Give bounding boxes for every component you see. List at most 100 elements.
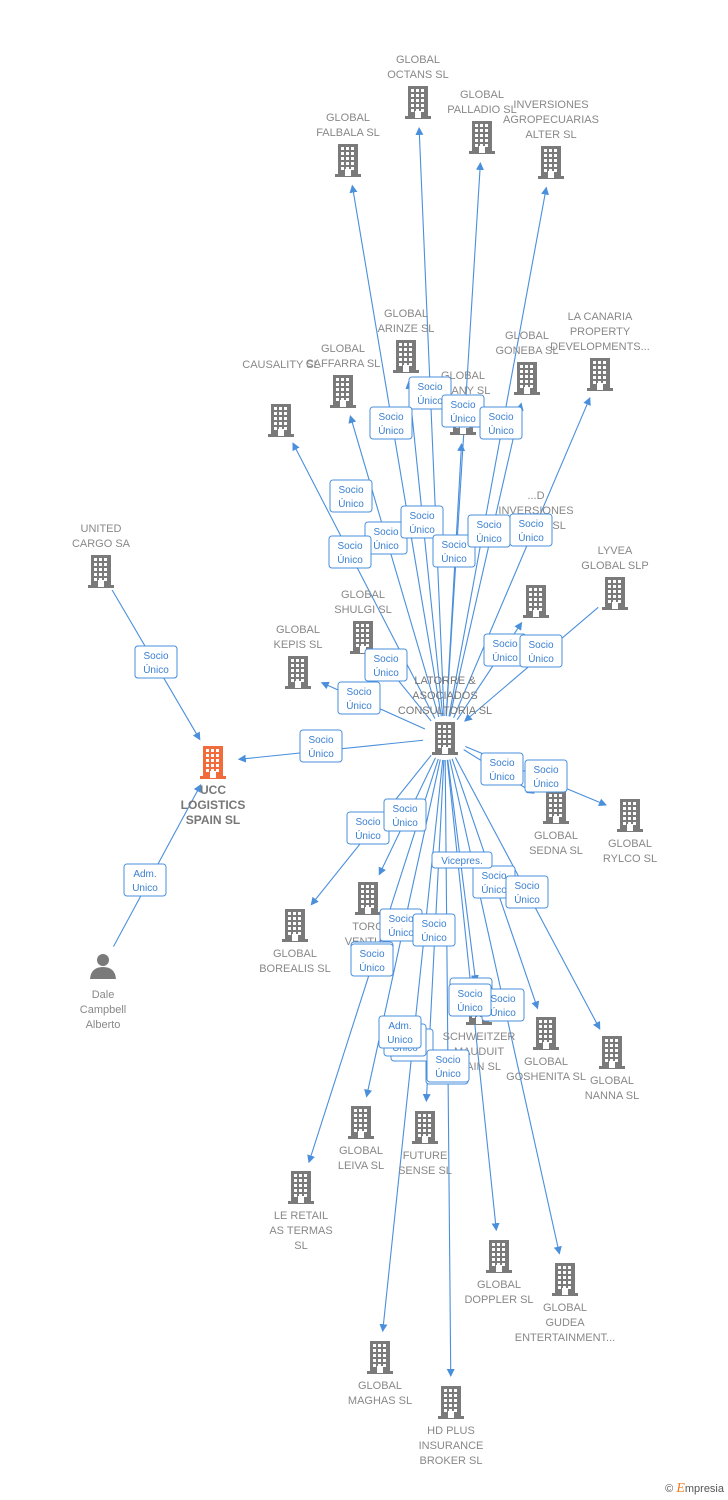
node-label-line: CAUSALITY SL	[242, 359, 319, 371]
node-gudea[interactable]: GLOBALGUDEAENTERTAINMENT...	[515, 1263, 615, 1344]
building-window	[421, 109, 424, 112]
building-window	[520, 385, 523, 388]
building-window	[341, 167, 344, 170]
node-inversiones_es[interactable]: ...DINVERSIONESESPAÑA SL	[498, 490, 574, 618]
building-window	[549, 159, 552, 162]
building-window	[418, 1134, 421, 1137]
building-window	[454, 1389, 457, 1392]
building-window	[497, 1248, 500, 1251]
building-window	[497, 1263, 500, 1266]
building-window	[366, 890, 369, 893]
building-window	[530, 385, 533, 388]
brand-name: mpresia	[684, 1483, 724, 1495]
building-window	[475, 129, 478, 132]
building-window	[418, 1114, 421, 1117]
building-window	[633, 822, 636, 825]
building-window	[605, 1054, 608, 1057]
building-window	[366, 895, 369, 898]
node-canaria[interactable]: LA CANARIAPROPERTYDEVELOPMENTS...	[550, 311, 650, 391]
building-window	[94, 573, 97, 576]
edge-label-box	[509, 513, 553, 547]
building-window	[633, 817, 636, 820]
building-window	[404, 343, 407, 346]
building-window	[346, 167, 349, 170]
building-window	[211, 749, 214, 752]
building-window	[346, 383, 349, 386]
node-label-line: SPAIN SL	[186, 813, 240, 827]
building-door	[448, 1411, 454, 1418]
node-label-line: SL	[294, 1240, 307, 1252]
edge-label-box	[431, 851, 493, 869]
building-window	[568, 1286, 571, 1289]
building-window	[299, 1189, 302, 1192]
building-window	[99, 563, 102, 566]
node-label-line: GLOBAL	[341, 589, 385, 601]
building-window	[99, 568, 102, 571]
building-window	[492, 1253, 495, 1256]
building-window	[383, 1349, 386, 1352]
node-label-line: GLOBAL	[534, 830, 578, 842]
building-window	[615, 1039, 618, 1042]
edge-label-text: Adm.	[133, 869, 156, 880]
building-window	[291, 669, 294, 672]
edge-label-text: Socio	[450, 400, 475, 411]
edge-label-text: Único	[417, 394, 443, 407]
building-window	[356, 639, 359, 642]
building-window	[615, 1059, 618, 1062]
building-window	[428, 1114, 431, 1117]
node-label-line: SENSE SL	[398, 1165, 452, 1177]
building-window	[294, 1189, 297, 1192]
building-window	[354, 1124, 357, 1127]
building-window	[449, 1389, 452, 1392]
node-causality[interactable]: CAUSALITY SL	[242, 359, 320, 437]
building-window	[216, 754, 219, 757]
building-window	[371, 900, 374, 903]
building-window	[480, 124, 483, 127]
node-label-line: UCC	[200, 783, 226, 797]
edge-label-box	[479, 406, 523, 440]
building-door	[460, 427, 466, 434]
building-window	[549, 1040, 552, 1043]
building-window	[304, 1179, 307, 1182]
building-window	[448, 740, 451, 743]
building-window	[373, 1349, 376, 1352]
edge-latorre-pany	[445, 442, 466, 717]
brand-logo-initial: E	[676, 1481, 685, 1496]
building-window	[291, 659, 294, 662]
building-window	[444, 1389, 447, 1392]
building-window	[443, 740, 446, 743]
edge-label-text: Socio	[441, 540, 466, 551]
edge-label-text: Vicepres.	[441, 856, 483, 867]
node-label-line: LEIVA SL	[338, 1160, 384, 1172]
building-window	[544, 159, 547, 162]
building-window	[554, 169, 557, 172]
building-window	[549, 1035, 552, 1038]
building-window	[534, 588, 537, 591]
